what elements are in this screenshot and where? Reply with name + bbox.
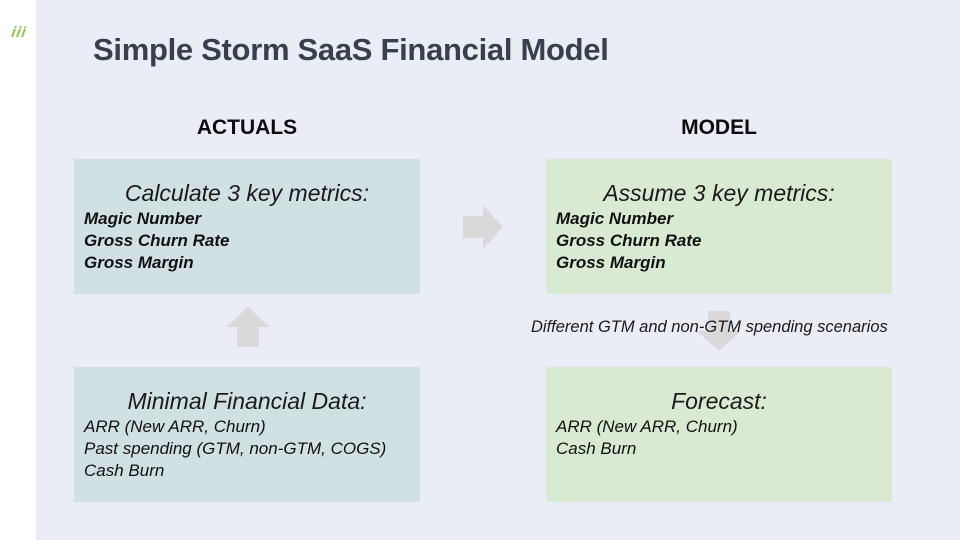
actuals-header: ACTUALS: [196, 116, 298, 139]
forecast-box: Forecast: ARR (New ARR, Churn) Cash Burn: [546, 367, 892, 502]
data-item-arr: ARR (New ARR, Churn): [84, 417, 266, 436]
arrow-up-icon: [226, 307, 270, 347]
assume-metric-magic-number: Magic Number: [556, 209, 674, 228]
brand-logo-icon: [11, 26, 26, 37]
assume-metric-gross-margin: Gross Margin: [556, 253, 666, 272]
calculate-metric-gross-margin: Gross Margin: [84, 253, 194, 272]
page-title: Simple Storm SaaS Financial Model: [93, 32, 609, 67]
spending-scenarios-label: Different GTM and non-GTM spending scena…: [531, 318, 888, 336]
arrow-right-icon: [463, 205, 503, 249]
data-item-past-spending: Past spending (GTM, non-GTM, COGS): [84, 439, 387, 458]
forecast-item-cash-burn: Cash Burn: [556, 439, 637, 458]
arrow-down-icon: [697, 311, 741, 351]
calculate-metric-gross-churn: Gross Churn Rate: [84, 231, 230, 250]
calculate-metric-magic-number: Magic Number: [84, 209, 202, 228]
minimal-data-box: Minimal Financial Data: ARR (New ARR, Ch…: [74, 367, 420, 502]
data-item-cash-burn: Cash Burn: [84, 461, 165, 480]
model-header: MODEL: [681, 116, 757, 139]
forecast-item-arr: ARR (New ARR, Churn): [556, 417, 738, 436]
assume-metric-gross-churn: Gross Churn Rate: [556, 231, 702, 250]
calculate-metrics-box: Calculate 3 key metrics: Magic Number Gr…: [74, 159, 420, 294]
forecast-title: Forecast:: [671, 388, 767, 414]
assume-metrics-box: Assume 3 key metrics: Magic Number Gross…: [546, 159, 892, 294]
minimal-data-title: Minimal Financial Data:: [127, 388, 367, 414]
calculate-metrics-title: Calculate 3 key metrics:: [124, 180, 370, 206]
assume-metrics-title: Assume 3 key metrics:: [603, 180, 835, 206]
